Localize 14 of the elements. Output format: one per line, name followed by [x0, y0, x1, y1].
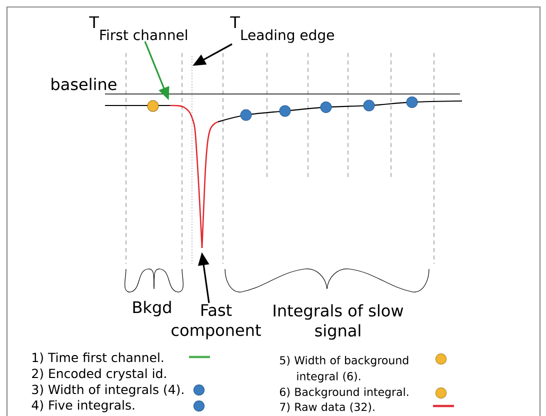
line-label: baseline: [52, 78, 116, 90]
region-label: Bkgd: [133, 300, 171, 316]
region-label: Integrals of slow signal: [274, 304, 404, 340]
time-label: TLeading edge: [230, 16, 334, 43]
legend-text: 2) Encoded crystal id.: [32, 368, 166, 381]
legend-text: 5) Width of background integral (6).: [280, 356, 408, 382]
legend-text: 1) Time first channel.: [32, 352, 164, 364]
legend-text: 3) Width of integrals (4).: [32, 384, 184, 397]
signal-waveform: [105, 100, 462, 248]
callout-label: Fast component: [172, 304, 261, 340]
legend-text: 6) Background integral.: [280, 388, 408, 398]
legend-text: 4) Five integrals.: [32, 400, 134, 412]
legend-text: 7) Raw data (32).: [280, 402, 374, 412]
time-label: TFirst channel: [89, 16, 187, 40]
